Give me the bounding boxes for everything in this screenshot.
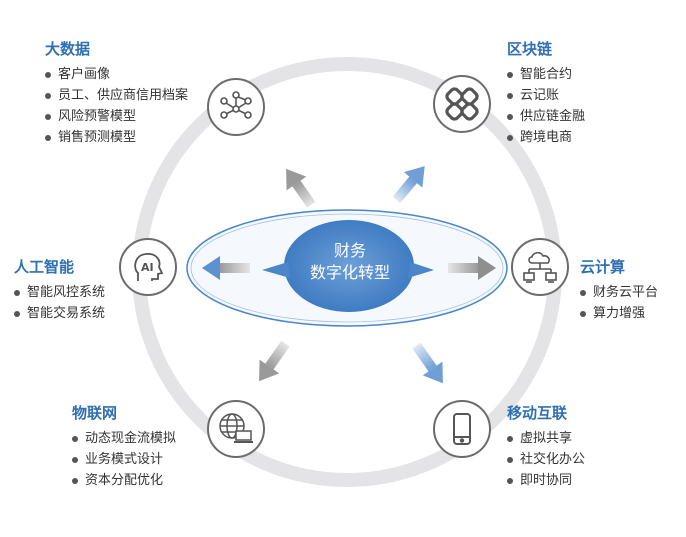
list-item: 算力增强 (580, 303, 658, 324)
list-big-data: 客户画像 员工、供应商信用档案 风险预警模型 销售预测模型 (45, 64, 188, 148)
bullet (580, 289, 586, 296)
arrow-to-ai (202, 256, 250, 280)
bullet (45, 134, 51, 141)
list-mobile: 虚拟共享 社交化办公 即时协同 (507, 428, 585, 491)
list-item: 智能风控系统 (14, 282, 105, 303)
center-label: 财务 数字化转型 (285, 212, 415, 312)
list-ai: 智能风控系统 智能交易系统 (14, 282, 105, 324)
list-blockchain: 智能合约 云记账 供应链金融 跨境电商 (507, 64, 585, 148)
center-ellipse-inner (190, 213, 504, 323)
arrow-to-cloud (448, 256, 496, 280)
list-item: 供应链金融 (507, 106, 585, 127)
group-ai: 人工智能 智能风控系统 智能交易系统 (14, 258, 105, 324)
center-label-line2: 数字化转型 (309, 263, 390, 282)
group-title-big-data: 大数据 (45, 40, 91, 58)
bullet (14, 310, 20, 317)
arrow-to-blockchain (392, 166, 425, 204)
arrow-to-mobile (412, 342, 443, 384)
svg-text:AI: AI (141, 261, 154, 274)
group-title-ai: 人工智能 (14, 258, 75, 276)
bullet (72, 435, 78, 442)
group-title-mobile: 移动互联 (507, 404, 568, 422)
bullet (14, 289, 20, 296)
bullet (507, 456, 513, 463)
list-item: 财务云平台 (580, 282, 658, 303)
group-iot: 物联网 动态现金流模拟 业务模式设计 资本分配优化 (72, 404, 176, 491)
group-title-iot: 物联网 (72, 404, 118, 422)
list-item: 客户画像 (45, 64, 188, 85)
group-title-cloud: 云计算 (580, 258, 626, 276)
smartphone-icon (433, 400, 491, 458)
bullet (72, 456, 78, 463)
arrow-to-iot (259, 340, 290, 382)
list-iot: 动态现金流模拟 业务模式设计 资本分配优化 (72, 428, 176, 491)
bullet (507, 113, 513, 120)
group-mobile: 移动互联 虚拟共享 社交化办公 即时协同 (507, 404, 585, 491)
globe-laptop-icon (207, 400, 265, 458)
list-item: 资本分配优化 (72, 470, 176, 491)
bullet (580, 310, 586, 317)
list-item: 风险预警模型 (45, 106, 188, 127)
arrow-to-big-data (286, 168, 316, 208)
bullet (45, 113, 51, 120)
bullet (507, 71, 513, 78)
list-item: 业务模式设计 (72, 449, 176, 470)
list-item: 云记账 (507, 85, 585, 106)
network-nodes-icon (207, 78, 265, 136)
list-item: 社交化办公 (507, 449, 585, 470)
bullet (507, 134, 513, 141)
bullet (45, 92, 51, 99)
chain-links-icon (433, 75, 491, 133)
list-item: 销售预测模型 (45, 127, 188, 148)
group-cloud: 云计算 财务云平台 算力增强 (580, 258, 658, 324)
bullet (507, 92, 513, 99)
center-blob-tail-left (262, 262, 290, 278)
list-item: 动态现金流模拟 (72, 428, 176, 449)
center-blob-tail-right (408, 262, 434, 278)
center-label-line1: 财务 (333, 241, 366, 260)
list-item: 智能合约 (507, 64, 585, 85)
group-title-blockchain: 区块链 (507, 40, 553, 58)
ai-head-icon: AI (119, 238, 177, 296)
bullet (45, 71, 51, 78)
list-cloud: 财务云平台 算力增强 (580, 282, 658, 324)
list-item: 跨境电商 (507, 127, 585, 148)
list-item: 虚拟共享 (507, 428, 585, 449)
bullet (72, 477, 78, 484)
group-big-data: 大数据 客户画像 员工、供应商信用档案 风险预警模型 销售预测模型 (45, 40, 188, 148)
bullet (507, 435, 513, 442)
bullet (507, 477, 513, 484)
list-item: 即时协同 (507, 470, 585, 491)
center-blob (284, 220, 414, 312)
list-item: 智能交易系统 (14, 303, 105, 324)
list-item: 员工、供应商信用档案 (45, 85, 188, 106)
cloud-network-icon (511, 238, 569, 296)
group-blockchain: 区块链 智能合约 云记账 供应链金融 跨境电商 (507, 40, 585, 148)
